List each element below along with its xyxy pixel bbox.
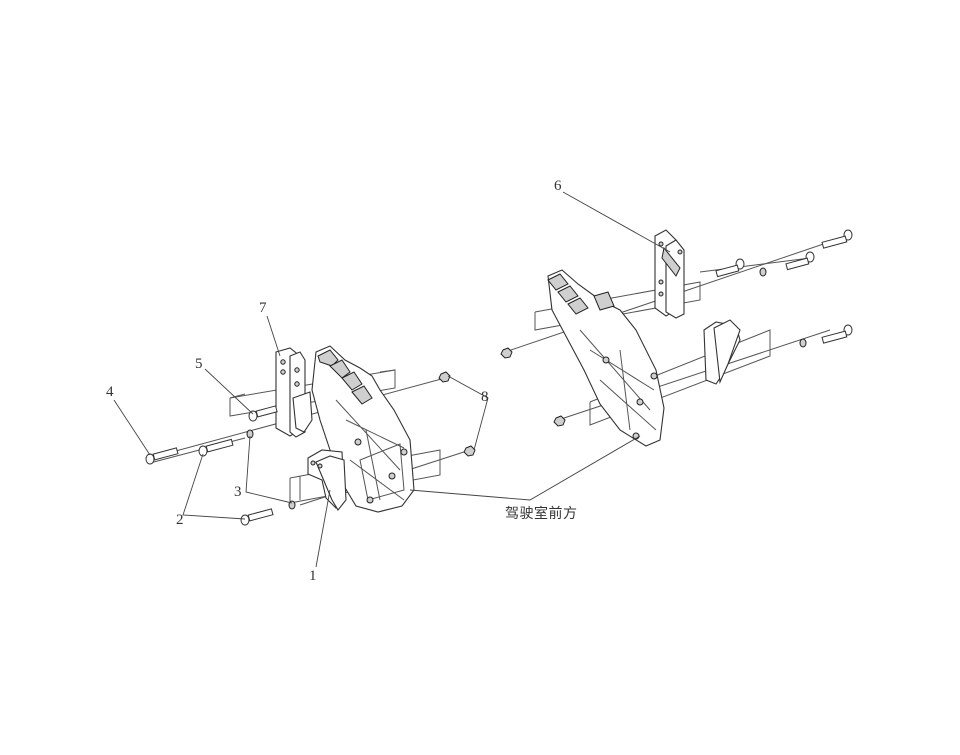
part-4-long-bolt <box>145 447 179 465</box>
left-assembly <box>145 345 476 526</box>
callout-8: 8 <box>481 389 489 405</box>
part-8-nuts <box>438 371 476 457</box>
part-6-upper-bracket <box>654 229 685 319</box>
right-lower-plate <box>703 319 741 385</box>
right-nuts <box>500 347 566 427</box>
part-7-upper-bracket <box>275 347 313 438</box>
right-bolts <box>715 229 853 348</box>
part-2-bolts <box>198 438 274 526</box>
callout-1: 1 <box>309 568 317 584</box>
right-assembly <box>500 229 853 447</box>
part-5-bolt <box>248 405 278 422</box>
leader-lines <box>113 191 671 568</box>
part-3-washers <box>246 429 296 510</box>
cab-front-direction-label: 驾驶室前方 <box>505 506 578 522</box>
part-1-lower-plate <box>307 449 347 511</box>
callout-3: 3 <box>234 484 242 500</box>
callout-5: 5 <box>195 356 203 372</box>
callout-6: 6 <box>554 178 562 194</box>
callout-4: 4 <box>106 384 114 400</box>
callout-7: 7 <box>259 300 267 316</box>
part-main-cast-bracket-right <box>547 269 665 447</box>
part-main-cast-bracket-left <box>311 345 415 513</box>
callout-2: 2 <box>176 512 184 528</box>
